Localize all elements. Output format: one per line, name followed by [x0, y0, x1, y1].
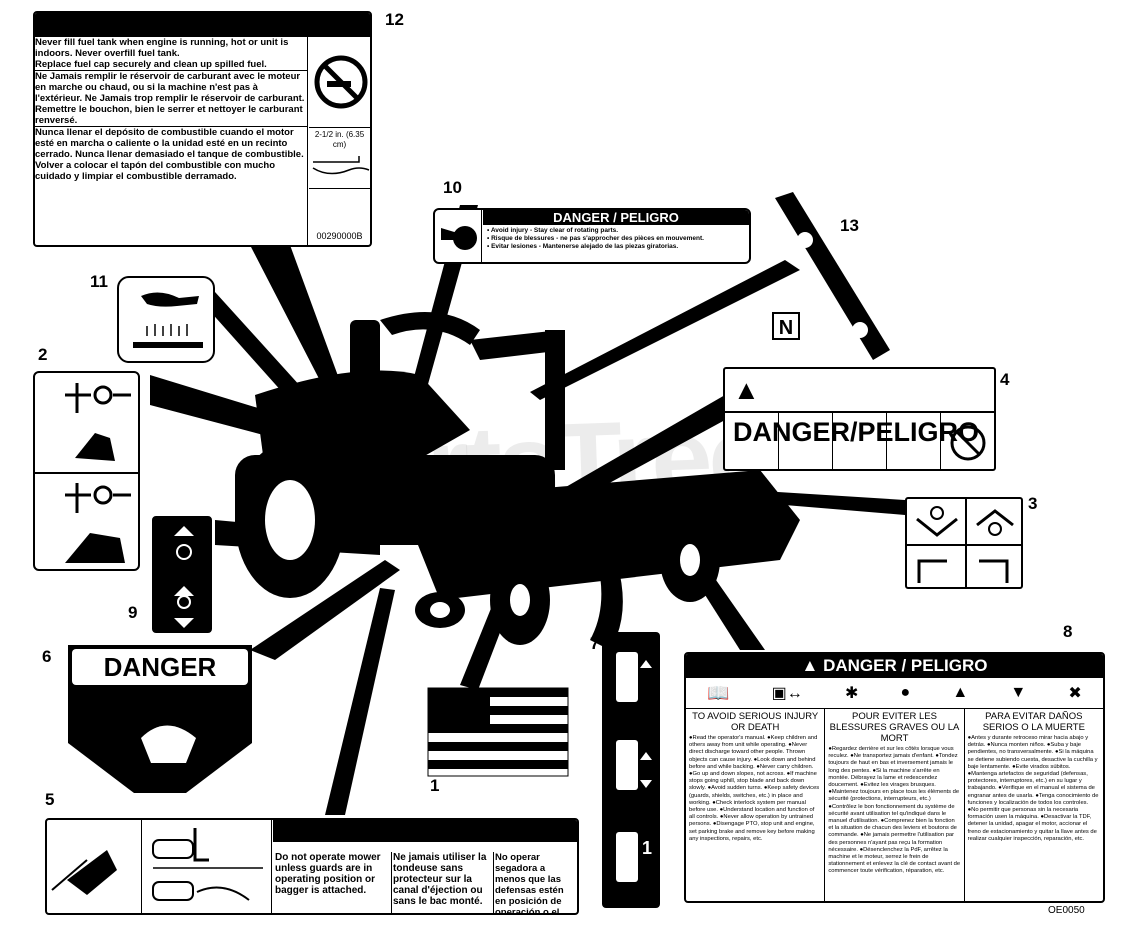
callout-7: 7 [590, 634, 600, 653]
neutral-arrows-icons [907, 499, 1021, 587]
fuel-es-2: Volver a colocar el tapón del combustibl… [35, 160, 276, 182]
decal-8-header: DANGER / PELIGRO [823, 656, 988, 675]
hot-surface-decal-11 [117, 276, 215, 363]
col-text-en: ●Read the operator's manual. ●Keep child… [689, 735, 820, 842]
decal-5-header-bar [273, 820, 577, 842]
safety-decal-8: ▲ DANGER / PELIGRO 📖 ▣↔ ✱ ● ▲ ▼ ✖ TO AVO… [684, 652, 1105, 903]
decal-10-line-es: • Evitar lesiones - Mantenerse alejado d… [487, 243, 679, 250]
remove-key-icon [887, 413, 941, 469]
blade-contact-icon: ✖ [1068, 685, 1082, 702]
leader-13 [530, 260, 800, 400]
danger-peligro-decal-4: ▲ DANGER/PELIGRO [723, 367, 996, 471]
callout-12: 12 [385, 10, 404, 29]
callout-6: 6 [42, 647, 52, 666]
rotating-parts-decal-10: DANGER / PELIGRO • Avoid injury - Stay c… [433, 208, 751, 264]
svg-text:1: 1 [642, 838, 652, 858]
flag-decal-1 [427, 687, 569, 777]
thrown-objects-icon [779, 413, 833, 469]
height-adjust-icons: 1 [616, 652, 652, 882]
leader-6 [250, 560, 400, 660]
fuel-es-1: Nunca llenar el depósito de combustible … [35, 127, 304, 160]
decal-5-text-fr: Ne jamais utiliser la tondeuse sans prot… [393, 852, 494, 913]
decal-5-text-es: No operar segadora a menos que las defen… [495, 852, 564, 915]
col-text-fr: ●Regardez derrière et sur les côtés lors… [828, 746, 961, 875]
fuel-fr-2: Remettre le bouchon, bien le serrer et n… [35, 104, 303, 126]
lever-operation-icons [35, 383, 138, 563]
callout-13: 13 [840, 216, 859, 235]
callout-9: 9 [128, 603, 138, 622]
no-riders-icon [941, 413, 994, 469]
thrown-object-injury-icon [47, 820, 142, 913]
decal-8-pictogram-row: 📖 ▣↔ ✱ ● ▲ ▼ ✖ [686, 678, 1103, 709]
warning-triangle-icon: ▲ [733, 375, 760, 405]
hot-surface-icon [133, 292, 203, 348]
fill-measure: 2-1/2 in. (6.35 cm) [314, 130, 365, 149]
neutral-positions-decal-3 [905, 497, 1023, 589]
callout-8: 8 [1063, 622, 1073, 641]
height-adjust-decal-7: 1 [602, 632, 660, 908]
leader-5 [325, 588, 395, 815]
keep-distance-icon [833, 413, 887, 469]
decal-8-columns: TO AVOID SERIOUS INJURY OR DEATH ●Read t… [686, 709, 1103, 901]
col-title-fr: POUR EVITER LES BLESSURES GRAVES OU LA M… [829, 711, 960, 744]
manual-icon: 📖 [707, 682, 730, 703]
callout-10: 10 [443, 178, 462, 197]
no-smoking-icon [309, 37, 370, 128]
callout-4: 4 [1000, 370, 1010, 389]
leader-4 [552, 395, 725, 510]
figure-reference: OE0050 [1048, 905, 1085, 916]
neutral-decal-13: N [772, 312, 800, 340]
direction-strip-decal-13 [775, 192, 890, 360]
callout-11: 11 [90, 272, 108, 291]
callout-3: 3 [1028, 494, 1038, 513]
decal-5-text-en: Do not operate mower unless guards are i… [275, 852, 392, 913]
fuel-fr-1: Ne Jamais remplir le réservoir de carbur… [35, 71, 305, 104]
decal-12-part-number: 00290000B [316, 231, 363, 241]
callout-2: 2 [38, 345, 48, 364]
thrown-debris-icon: ✱ [844, 685, 859, 702]
fuel-en-2: Replace fuel cap securely and clean up s… [35, 59, 267, 70]
fill-level-icon: 2-1/2 in. (6.35 cm) [309, 128, 370, 189]
decal-10-line-en: • Avoid injury - Stay clear of rotating … [487, 227, 619, 234]
throttle-icons [174, 526, 194, 628]
discharge-guard-icons [143, 820, 272, 913]
decal-10-line-fr: • Risque de blessures - ne pas s'approch… [487, 235, 704, 242]
warning-triangle-icon: ▲ [801, 656, 819, 675]
hand-entanglement-icon [435, 210, 482, 262]
rollover-icon: ▼ [1010, 684, 1027, 701]
leader-12 [250, 245, 345, 400]
decal-4-header: DANGER/PELIGRO [733, 417, 980, 447]
decal-12-header-bar [35, 13, 370, 37]
col-title-en: TO AVOID SERIOUS INJURY OR DEATH [692, 711, 819, 733]
danger-decal-6: DANGER [66, 643, 254, 796]
decal-6-header: DANGER [72, 649, 248, 685]
col-title-es: PARA EVITAR DAÑOS SERIOS O LA MUERTE [982, 711, 1085, 733]
keep-away-icon: ▣↔ [771, 685, 803, 702]
throttle-decal-9 [152, 516, 212, 633]
callout-1: 1 [430, 776, 440, 795]
no-children-icon: ● [900, 684, 911, 701]
fuel-en-1: Never fill fuel tank when engine is runn… [35, 37, 289, 59]
col-text-es: ●Antes y durante retroceso mirar hacia a… [967, 735, 1099, 842]
fuel-warning-decal-12: Never fill fuel tank when engine is runn… [33, 11, 372, 247]
discharge-warning-decal-5: Do not operate mower unless guards are i… [45, 818, 579, 915]
slope-icon: ▲ [952, 684, 969, 701]
decal-10-header: DANGER / PELIGRO [483, 210, 749, 225]
decal-4-pictograms [725, 413, 994, 469]
callout-5: 5 [45, 790, 55, 809]
blade-icon [725, 413, 779, 469]
speed-control-decal-2 [33, 371, 140, 571]
